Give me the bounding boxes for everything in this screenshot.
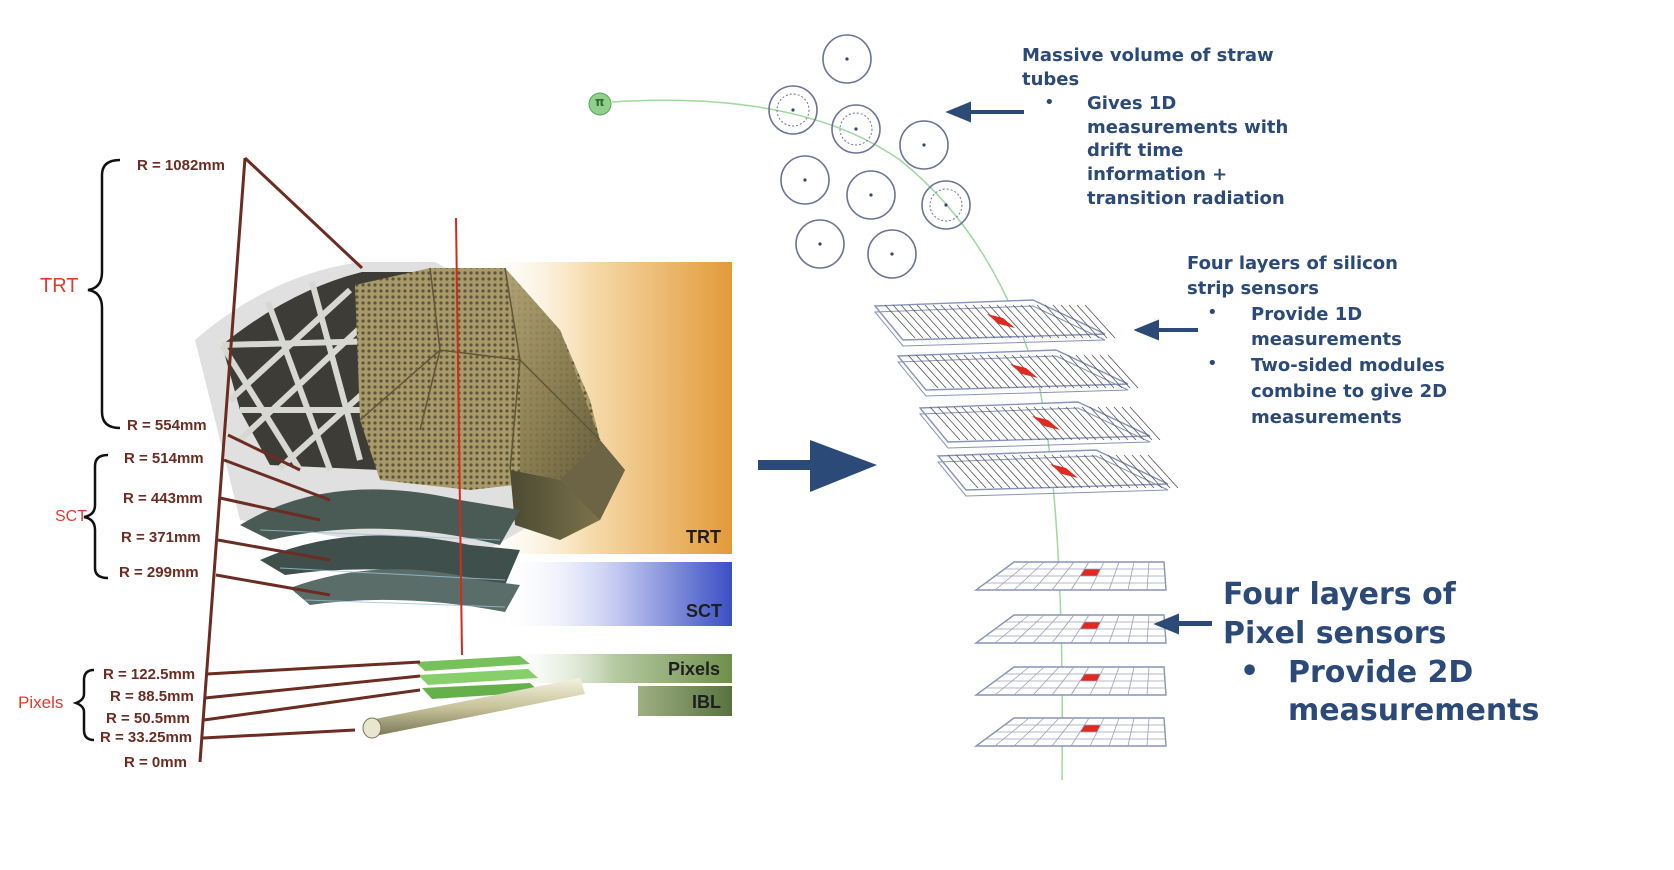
pixel-sensor <box>973 561 1167 591</box>
strip-bullet-2: • <box>1207 353 1218 374</box>
radius-label-1082: R = 1082mm <box>137 157 225 174</box>
strip-sensors <box>873 299 1179 497</box>
straw-title-line1: Massive volume of straw <box>1022 45 1274 66</box>
pixel-sensors <box>973 561 1167 747</box>
trt-barrel-shade <box>505 268 600 480</box>
strip-b2-line1: Two-sided modules <box>1251 355 1445 376</box>
braces <box>72 158 121 742</box>
radius-label-514: R = 514mm <box>124 450 204 467</box>
pixel-sensor <box>973 614 1167 644</box>
trt-band-label: TRT <box>686 527 721 547</box>
strip-bullet-1: • <box>1207 302 1218 323</box>
trt-slab-side <box>560 440 625 520</box>
main-arrow <box>758 440 877 492</box>
straw-tube <box>899 120 949 170</box>
straw-arrow <box>945 101 1024 123</box>
pixel-title-line1: Four layers of <box>1223 577 1456 612</box>
straw-tube <box>846 170 896 220</box>
straw-tube <box>780 155 830 205</box>
pion-symbol: π <box>595 95 605 109</box>
trt-module-edges <box>359 267 601 471</box>
straw-title-line2: tubes <box>1022 69 1080 90</box>
pion-marker <box>588 92 612 116</box>
strip-b1-line2: measurements <box>1251 329 1402 350</box>
sct-group-label: SCT <box>55 508 87 525</box>
strip-b2-line3: measurements <box>1251 407 1402 428</box>
pixel-b1-line2: measurements <box>1288 693 1540 728</box>
strip-sensor <box>873 299 1116 347</box>
strip-sensor <box>918 401 1161 449</box>
pixels-group-label: Pixels <box>18 693 64 712</box>
radius-lines <box>198 156 421 763</box>
sct-band <box>500 562 732 626</box>
sct-band-label: SCT <box>686 601 722 621</box>
strip-b1-line1: Provide 1D <box>1251 304 1363 325</box>
ibl-band <box>638 686 732 716</box>
beam-pipe <box>362 678 585 739</box>
trt-brace <box>87 158 121 430</box>
pixels-band <box>500 654 732 683</box>
straw-b1-line3: drift time <box>1087 140 1184 161</box>
sct-layers <box>240 489 520 612</box>
straw-b1-line1: Gives 1D <box>1087 93 1177 114</box>
straw-b1-line5: transition radiation <box>1087 188 1285 209</box>
strip-sensor <box>896 349 1139 397</box>
radius-label-50: R = 50.5mm <box>106 710 190 727</box>
pixel-sensor <box>973 666 1167 696</box>
straw-b1-line2: measurements with <box>1087 117 1289 138</box>
straw-b1-line4: information + <box>1087 164 1228 185</box>
radius-label-122: R = 122.5mm <box>103 666 196 683</box>
straw-tube <box>768 85 818 135</box>
strip-title-line2: strip sensors <box>1187 278 1319 299</box>
pixel-b1-line1: Provide 2D <box>1288 655 1474 690</box>
strip-arrow <box>1133 319 1198 341</box>
strip-title-line1: Four layers of silicon <box>1187 253 1398 274</box>
radius-label-33: R = 33.25mm <box>100 729 193 746</box>
radius-label-554: R = 554mm <box>127 417 207 434</box>
pixel-arrow <box>1153 613 1212 635</box>
straw-tube <box>921 180 971 230</box>
radius-label-88: R = 88.5mm <box>110 688 194 705</box>
straw-tube <box>795 219 845 269</box>
ibl-band-label: IBL <box>692 692 721 712</box>
pixel-title-line2: Pixel sensors <box>1223 616 1447 651</box>
radius-label-443: R = 443mm <box>123 490 203 507</box>
pixels-brace <box>72 668 95 742</box>
radius-label-0: R = 0mm <box>124 754 187 771</box>
pixel-bullet: • <box>1240 654 1260 689</box>
pixels-band-label: Pixels <box>668 659 721 679</box>
beam-axis <box>455 217 463 656</box>
straw-tube <box>822 34 872 84</box>
strip-sensor <box>936 449 1179 497</box>
radius-label-371: R = 371mm <box>121 529 201 546</box>
sct-brace <box>83 453 109 580</box>
pixel-layers <box>415 656 540 699</box>
straw-tube <box>867 229 917 279</box>
strip-b2-line2: combine to give 2D <box>1251 381 1448 402</box>
straw-tube <box>831 104 881 154</box>
trt-group-label: TRT <box>40 275 79 297</box>
radius-label-299: R = 299mm <box>119 564 199 581</box>
straw-bullet: • <box>1044 92 1055 113</box>
straw-tubes <box>768 34 971 279</box>
pixel-sensor <box>973 717 1167 747</box>
